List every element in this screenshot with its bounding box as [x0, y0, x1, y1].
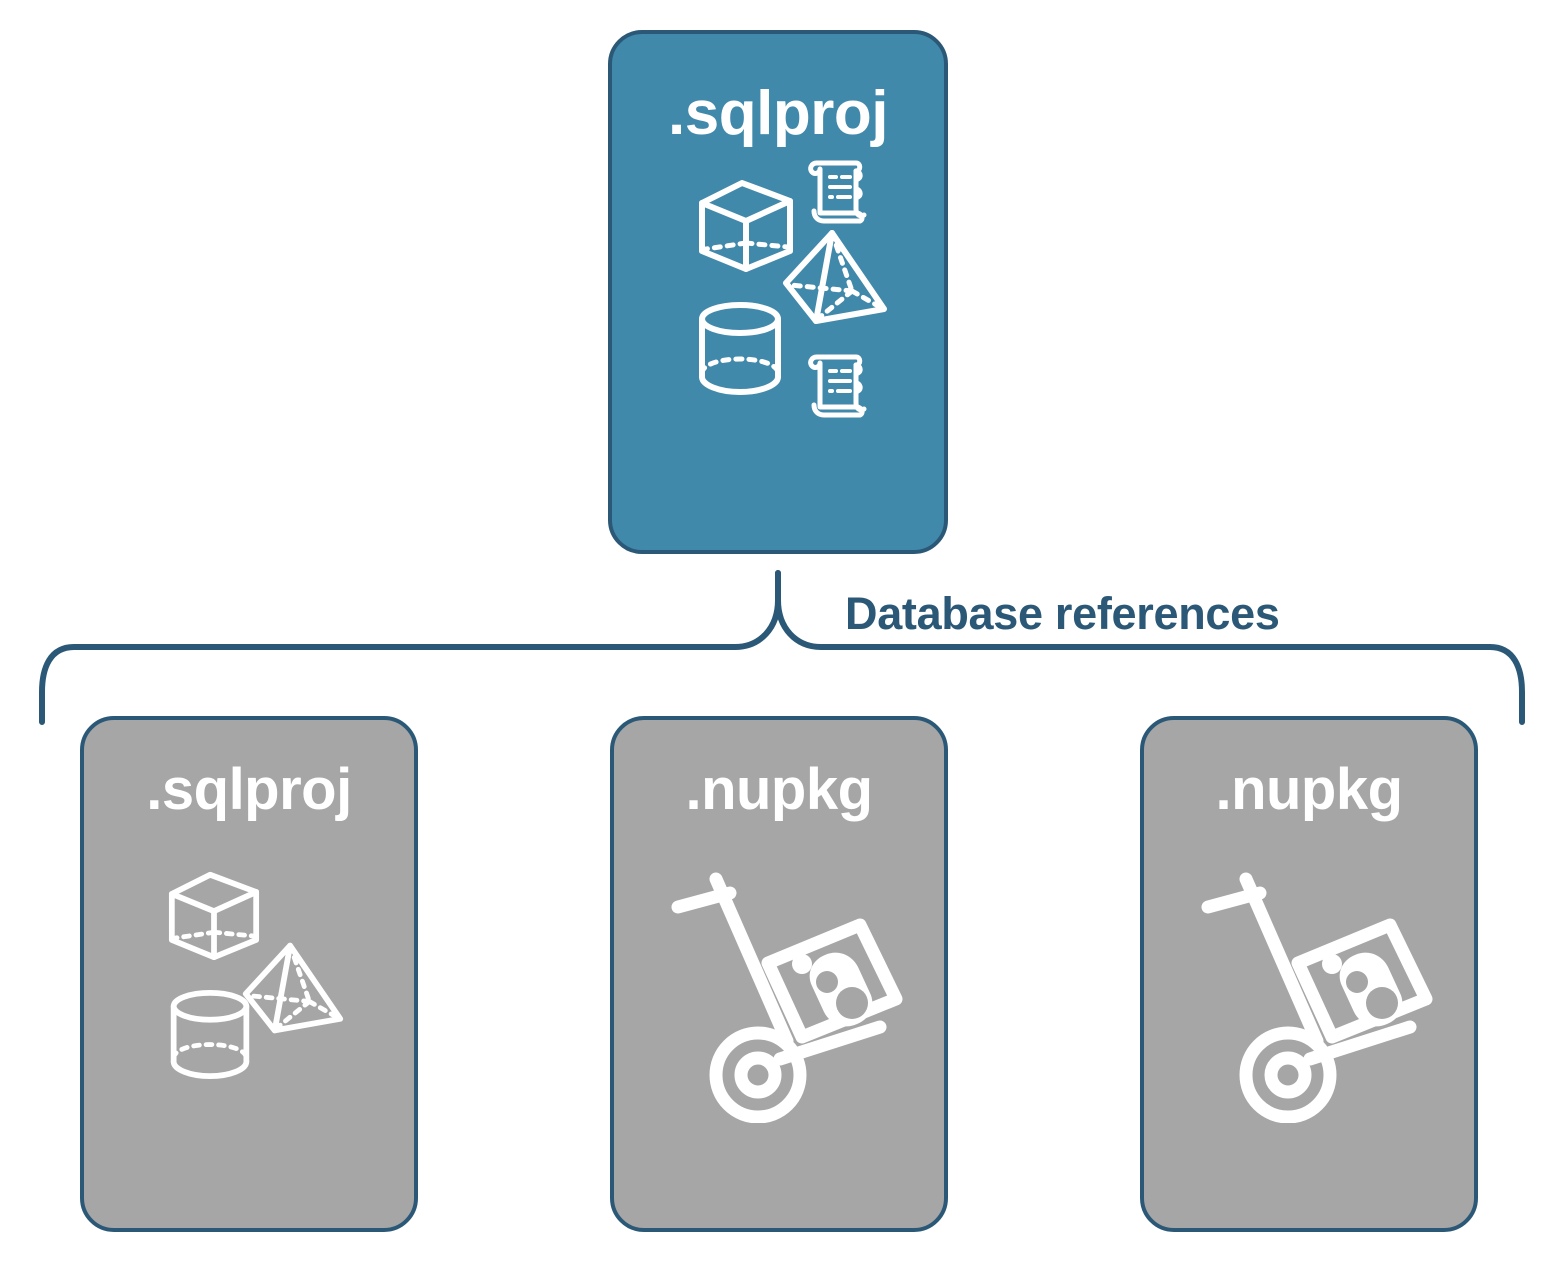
- brace-caption-label: Database references: [845, 588, 1280, 639]
- cylinder-wireframe-icon: [699, 302, 781, 395]
- hand-truck-package-icon: [671, 872, 903, 1123]
- node-child-icon-area: [614, 823, 944, 1228]
- node-child-sqlproj[interactable]: .sqlproj: [80, 716, 418, 1232]
- hand-truck-package-icon: [1201, 872, 1433, 1123]
- cylinder-wireframe-icon: [170, 990, 250, 1079]
- node-child-label: .nupkg: [685, 757, 873, 822]
- scroll-icon: [808, 160, 867, 224]
- node-child-nupkg-2[interactable]: .nupkg: [1140, 716, 1478, 1232]
- pyramid-wireframe-icon: [783, 230, 887, 324]
- cube-wireframe-icon: [168, 871, 260, 961]
- node-child-icon-area: [84, 823, 414, 1228]
- node-child-icon-area: [1144, 823, 1474, 1228]
- node-root-label: .sqlproj: [668, 79, 888, 148]
- cube-wireframe-icon: [699, 180, 793, 272]
- node-child-label: .nupkg: [1215, 757, 1403, 822]
- scroll-icon: [808, 354, 867, 418]
- node-root-sqlproj[interactable]: .sqlproj: [608, 30, 948, 554]
- node-root-icon-area: [612, 149, 944, 550]
- pyramid-wireframe-icon: [242, 942, 344, 1034]
- node-child-label: .sqlproj: [146, 757, 352, 822]
- node-child-nupkg-1[interactable]: .nupkg: [610, 716, 948, 1232]
